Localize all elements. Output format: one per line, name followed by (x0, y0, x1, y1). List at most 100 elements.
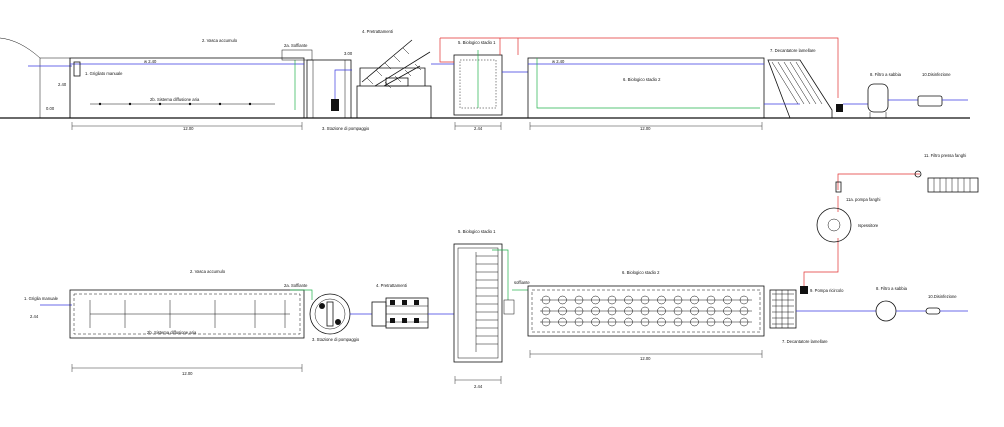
diffuser-disc (541, 317, 551, 327)
thickener-plan (816, 207, 852, 243)
dim-bio1-section: 2.44 (474, 126, 483, 131)
terrain-step (40, 57, 71, 118)
bio1-media-lines (475, 252, 498, 352)
label-bio2-section: 6. Biologico stadio 2 (623, 77, 661, 82)
diffuser-disc (723, 295, 732, 305)
bio2-water-level-label: w 2.40 (552, 59, 565, 64)
diffuser-disc (690, 317, 699, 327)
pump-section (331, 99, 339, 111)
diffuser-disc (690, 295, 699, 305)
dim-line-bio1 (454, 122, 502, 130)
label-bio1-section: 5. Biologico stadio 1 (458, 40, 496, 45)
dim-bio2-plan: 12.00 (640, 356, 651, 361)
label-pompaggio-plan: 3. Stazione di pompaggio (312, 337, 360, 342)
diffuser-disc (591, 295, 600, 305)
dim-line-bio2 (529, 122, 763, 130)
press-feed-node (914, 170, 922, 178)
disinfection-plan (925, 307, 941, 315)
label-bio1-plan: 5. Biologico stadio 1 (458, 229, 496, 234)
pretreatment-frame (359, 67, 426, 86)
label-diffusione-plan: 2b. Sistema diffusione aria (147, 330, 197, 335)
recirc-pump-section (836, 104, 843, 112)
label-pompa-fanghi: 11a. pompa fanghi (846, 197, 880, 202)
diffuser-disc (574, 295, 584, 305)
label-grigliato-section: 1. Grigliato manuale (85, 71, 123, 76)
label-ispessitore: Ispessitore (858, 223, 879, 228)
sludge-line-plan (803, 238, 839, 286)
bio2-air (536, 58, 760, 109)
dim-bio2-section: 12.00 (640, 126, 651, 131)
settler-section (767, 59, 833, 119)
label-vasca-section: 2. Vasca accumulo (202, 38, 238, 43)
dim-line-bio2-plan (529, 350, 763, 358)
diffuser-disc (690, 306, 699, 316)
level-left: 2.40 (58, 82, 67, 87)
dim-line-bio1-plan (454, 376, 502, 384)
diffuser-disc (558, 295, 567, 305)
label-soffiante-plan: 2a. Soffiante (284, 283, 308, 288)
accumulation-tank-plan (69, 289, 305, 339)
diffuser-disc (640, 306, 650, 316)
label-plan-left-dim: 2.44 (30, 314, 39, 319)
pretreatment-screws (361, 39, 431, 89)
diffuser-grid-plan (89, 300, 290, 328)
settler-plan (769, 289, 797, 329)
label-disinfezione-section: 10.Disinfezione (922, 72, 951, 77)
label-soffiante-section: 2a. Soffiante (284, 43, 308, 48)
diffuser-disc (640, 295, 650, 305)
recirc-pump-plan (800, 286, 808, 294)
label-filtro-plan: 8. Filtro a sabbia (876, 286, 908, 291)
filter-press-plates (933, 178, 971, 192)
blower-room-section (306, 59, 352, 119)
bio2-tank-plan (527, 285, 765, 337)
settler-plates (771, 61, 823, 105)
label-disinfezione-plan: 10.Disinfezione (928, 294, 957, 299)
diffuser-disc (591, 306, 600, 316)
diffuser-disc (574, 317, 584, 327)
label-pretrattamenti-section: 4. Pretrattamenti (362, 29, 393, 34)
blower-box (281, 49, 313, 61)
diffuser-disc (723, 317, 732, 327)
pretreatment-base-section (356, 85, 432, 119)
manual-screen-section (73, 61, 81, 77)
diffuser-disc (673, 317, 683, 327)
label-decantatore-section: 7. Decantatore lamellare (770, 48, 816, 53)
plan-view: 1. Griglia manuale 2.44 2b. Sistema diff… (24, 153, 979, 389)
diffuser-disc (624, 295, 633, 305)
diffuser-disc (624, 317, 633, 327)
diffuser-disc (739, 295, 749, 305)
dim-vasca-section: 12.00 (183, 126, 194, 131)
diffuser-disc (558, 317, 567, 327)
label-pretrattamenti-plan: 4. Pretrattamenti (376, 283, 407, 288)
label-filtro-pressa: 11. Filtro pressa fanghi (924, 153, 966, 158)
diffuser-disc (723, 306, 732, 316)
thickener-inner (827, 218, 841, 232)
section-view: 0.00 2.40 w 2.40 1. Grigliato manuale 2b… (0, 29, 970, 131)
diffuser-disc (640, 317, 650, 327)
level-zero: 0.00 (46, 106, 55, 111)
sludge-pump-plan (835, 181, 842, 193)
diffuser-disc (607, 306, 617, 316)
diffuser-disc (607, 295, 617, 305)
pump-discharge-section (334, 69, 352, 99)
diffuser-disc (706, 317, 716, 327)
accumulation-tank-inner (73, 293, 301, 335)
sand-filter-legs (869, 112, 887, 118)
diffuser-disc (558, 306, 567, 316)
settler-plan-hatch (772, 290, 794, 328)
diffuser-disc (541, 306, 551, 316)
label-diffusione-section: 2b. Sistema diffusione aria (150, 97, 200, 102)
diffuser-disc (706, 295, 716, 305)
label-griglia-plan: 1. Griglia manuale (24, 296, 59, 301)
label-filtro-section: 8. Filtro a sabbia (870, 72, 902, 77)
diffuser-disc (607, 317, 617, 327)
pump-station-plan (309, 293, 351, 335)
bio1-flow (431, 63, 528, 73)
bio1-inner-plan (457, 247, 499, 359)
level-pre: 3.00 (344, 51, 353, 56)
dim-line-vasca-plan (71, 364, 303, 372)
sand-filter-plan (875, 300, 897, 322)
bio2-tank-section (527, 57, 765, 119)
diffuser-disc (673, 306, 683, 316)
